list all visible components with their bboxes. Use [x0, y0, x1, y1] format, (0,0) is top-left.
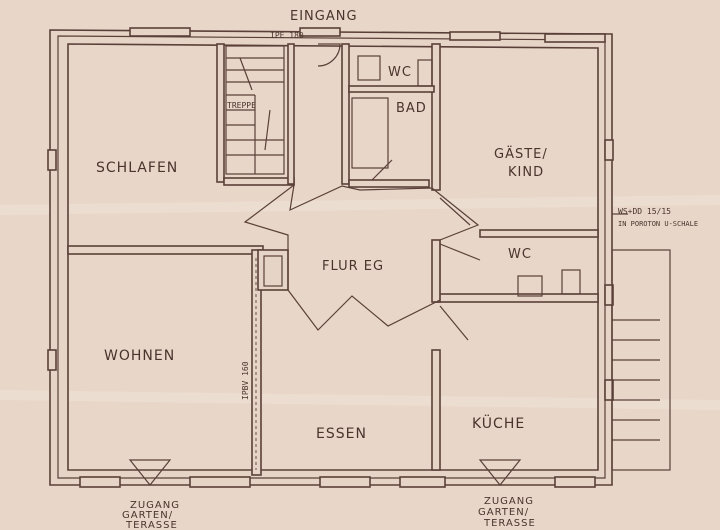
label-zugang-left-3: TERASSE	[125, 520, 178, 530]
label-zugang-right-2: GARTEN/	[478, 507, 529, 518]
label-gaeste: GÄSTE/	[494, 146, 548, 162]
label-eingang: EINGANG	[290, 9, 358, 24]
outer-wall	[49, 29, 613, 486]
label-beam-side: IPBV 160	[241, 361, 250, 400]
label-wc-top: WC	[388, 65, 412, 80]
label-wohnen: WOHNEN	[104, 348, 175, 364]
label-flur-eg: FLUR EG	[322, 259, 384, 274]
label-kind: KIND	[508, 165, 544, 180]
outer-wall-inner-line	[57, 35, 606, 479]
window-marks	[47, 27, 614, 488]
label-bad: BAD	[396, 101, 427, 116]
label-zugang-right-3: TERASSE	[483, 518, 536, 529]
label-lintel-2: IN POROTON U-SCHALE	[618, 220, 698, 228]
door-swings	[128, 43, 522, 486]
label-essen: ESSEN	[316, 426, 367, 442]
label-schlafen: SCHLAFEN	[96, 160, 178, 176]
label-treppe: TREPPE	[227, 101, 256, 110]
side-extension	[611, 213, 671, 471]
label-lintel-1: WS+DD 15/15	[618, 207, 671, 216]
bathroom-fixtures	[263, 55, 581, 297]
label-zugang-left-1: ZUGANG	[130, 500, 180, 511]
staircase	[225, 45, 285, 175]
label-wc-side: WC	[508, 247, 532, 262]
hall-outline	[243, 183, 480, 331]
label-kueche: KÜCHE	[472, 414, 525, 432]
label-beam-top: IPE 180	[270, 31, 304, 40]
label-zugang-right-1: ZUGANG	[484, 496, 534, 507]
label-zugang-left-2: GARTEN/	[122, 510, 173, 521]
